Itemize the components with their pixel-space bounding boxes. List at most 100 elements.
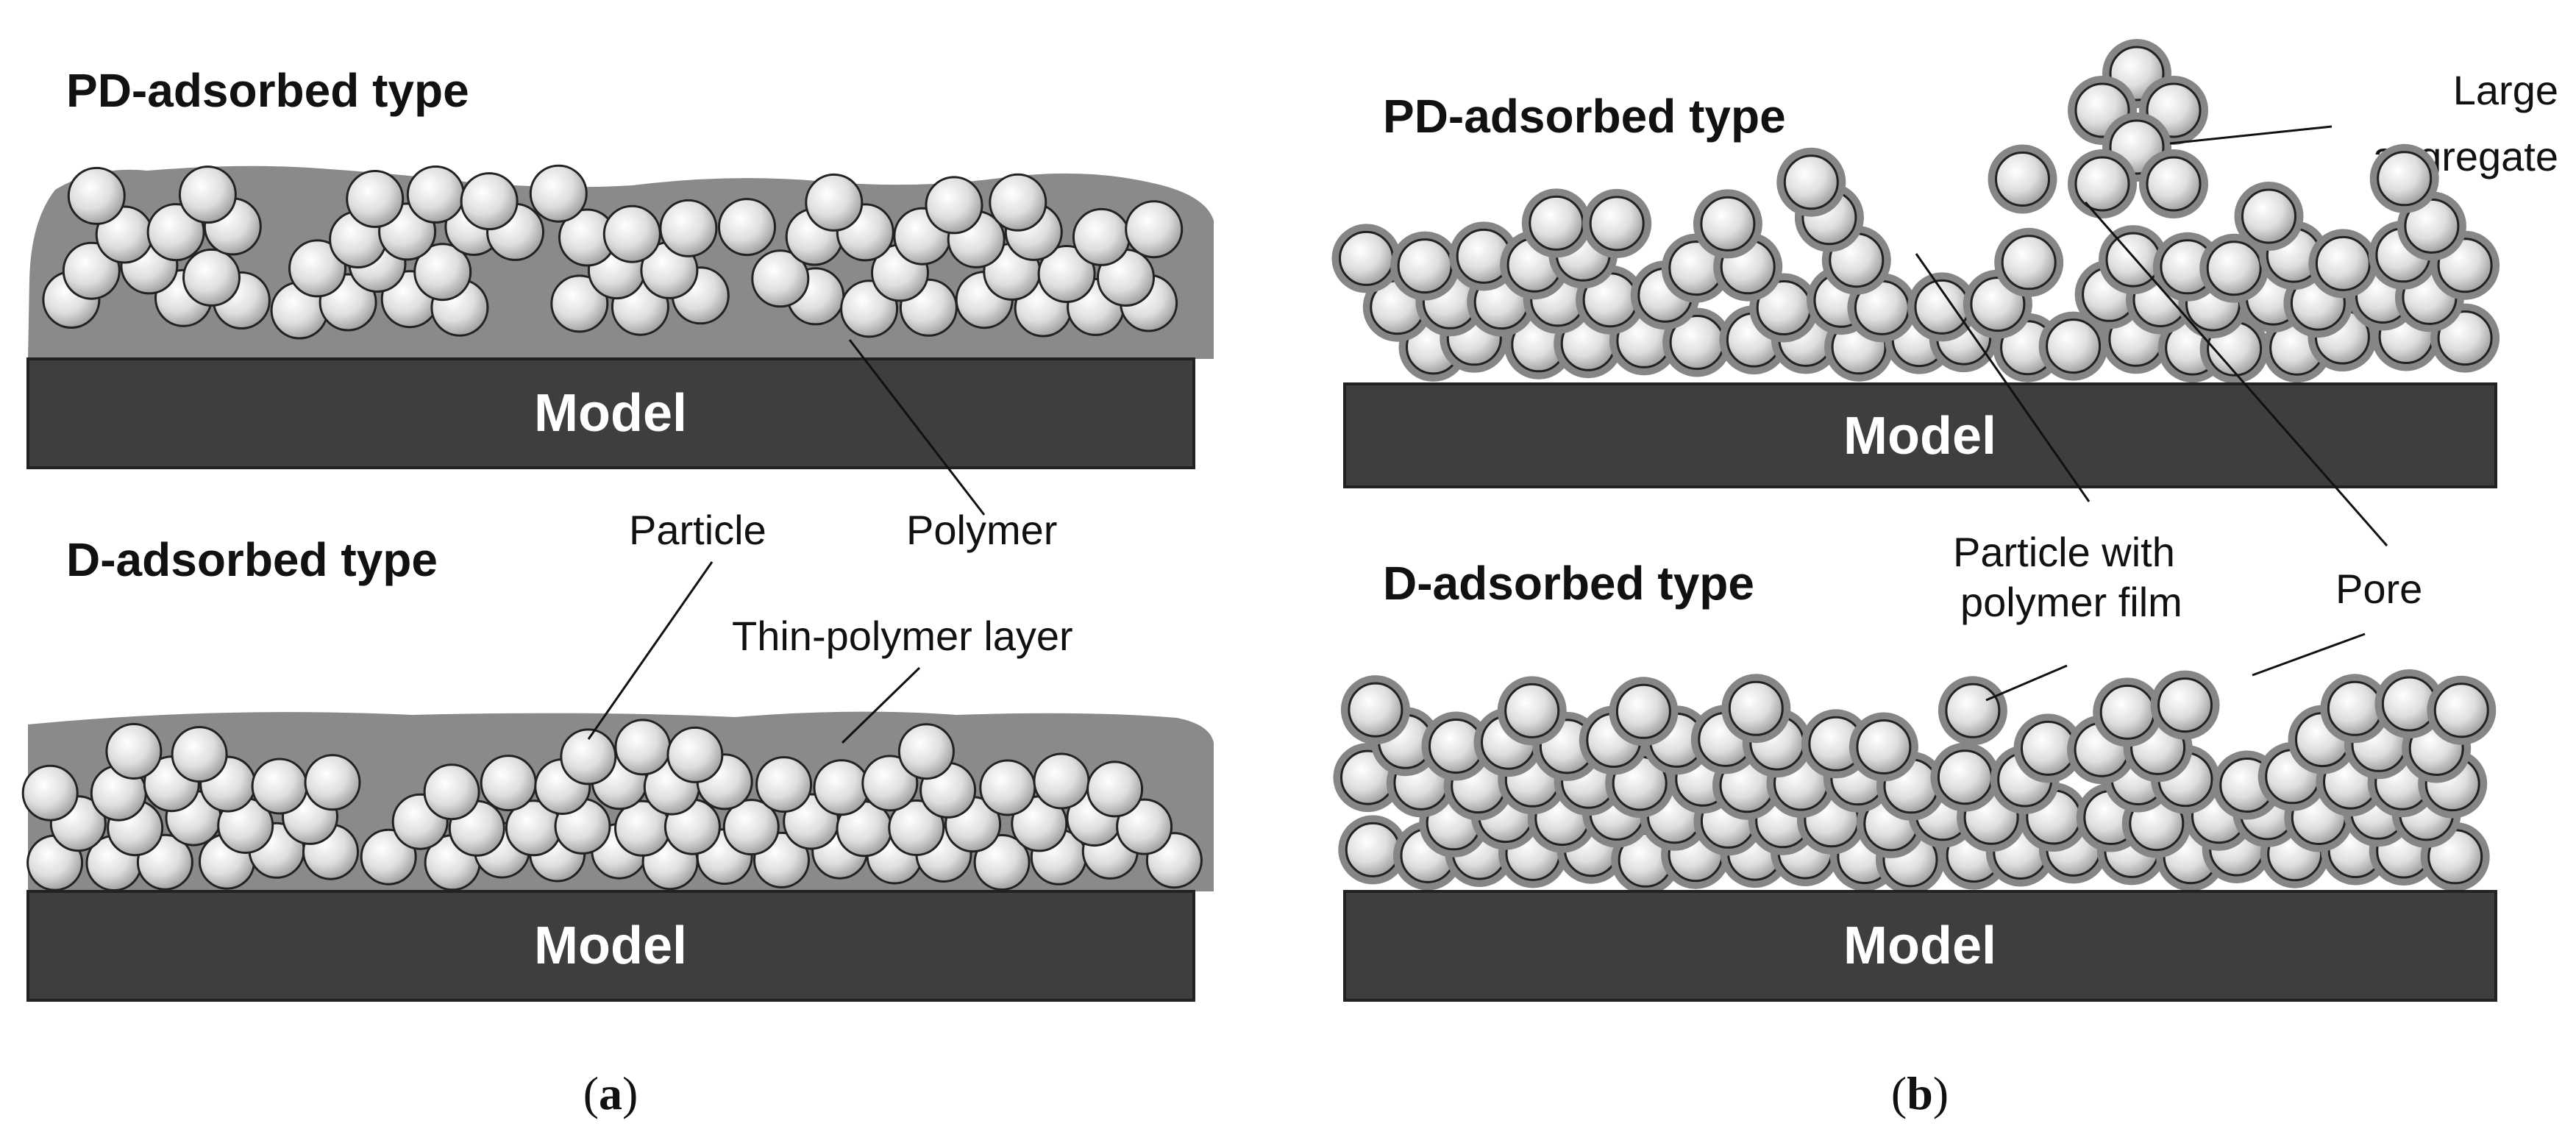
caption-b-close: ) xyxy=(1933,1067,1949,1119)
particle xyxy=(722,799,780,856)
particle xyxy=(1945,683,2001,738)
particle xyxy=(1728,680,1784,736)
particle-leader-line xyxy=(587,561,714,740)
caption-a-letter: a xyxy=(599,1067,622,1119)
panel-a: PD-adsorbed type Model D-adsorbed type P… xyxy=(21,64,1214,1119)
particle xyxy=(1856,719,1912,774)
particle xyxy=(2021,720,2076,776)
particle xyxy=(460,172,519,231)
particle-with-film-label-line-2: polymer film xyxy=(1960,579,2182,625)
particle xyxy=(423,763,480,821)
particle xyxy=(2206,241,2262,296)
particle xyxy=(1529,195,1584,251)
particle xyxy=(2157,677,2213,733)
particle xyxy=(21,764,79,822)
panel-b: PD-adsorbed type Large aggregate Model D… xyxy=(1331,39,2558,1119)
particle xyxy=(925,176,983,235)
particle xyxy=(346,170,405,228)
particle xyxy=(178,165,237,224)
particle-with-film-label-line-1: Particle with xyxy=(1953,529,2175,575)
particle xyxy=(1700,196,1756,252)
particle xyxy=(861,755,919,812)
particle-label: Particle xyxy=(629,507,766,553)
particle xyxy=(2074,156,2130,212)
particle xyxy=(614,719,672,776)
particle xyxy=(755,756,813,813)
particle xyxy=(1504,683,1560,738)
particle xyxy=(813,759,870,816)
particle xyxy=(67,166,126,225)
particle xyxy=(989,173,1047,232)
particle xyxy=(2327,680,2383,736)
model-substrate-b-bottom xyxy=(1343,890,2497,1002)
thin-layer-leader-line xyxy=(841,666,921,744)
particle xyxy=(2241,188,2296,244)
particle xyxy=(1086,760,1144,818)
particle xyxy=(2377,151,2433,207)
particle xyxy=(1072,207,1131,266)
particle xyxy=(1397,238,1453,294)
particle xyxy=(251,758,308,815)
particle xyxy=(897,723,955,780)
thin-polymer-layer-label: Thin-polymer layer xyxy=(732,613,1073,659)
particle xyxy=(888,799,945,856)
particle xyxy=(62,241,121,300)
caption-b-letter: b xyxy=(1907,1067,1933,1119)
particle xyxy=(171,726,228,783)
model-label-b-top: Model xyxy=(1843,407,1996,466)
particle xyxy=(550,274,609,333)
particle xyxy=(979,759,1036,816)
caption-b-open: ( xyxy=(1891,1067,1907,1119)
particle xyxy=(1345,822,1401,877)
particle xyxy=(1615,683,1671,739)
pore-leader-line-bottom xyxy=(2252,633,2366,677)
particle xyxy=(1995,152,2050,207)
particle xyxy=(1339,230,1394,286)
particle xyxy=(406,165,465,224)
particle xyxy=(146,203,205,262)
particle xyxy=(973,834,1031,891)
particle xyxy=(2315,235,2371,291)
particle xyxy=(659,199,718,257)
panel-b-bottom-title: D-adsorbed type xyxy=(1383,557,1754,610)
particles-d-adsorbed-a xyxy=(21,719,1203,891)
particle xyxy=(1914,279,1970,335)
particle xyxy=(2146,156,2202,212)
particle xyxy=(105,723,163,780)
particle xyxy=(666,726,724,783)
particle xyxy=(751,249,810,308)
particle xyxy=(1348,682,1403,738)
particle-with-film-leader-line-bottom xyxy=(1985,664,2068,702)
model-substrate-a-top xyxy=(26,357,1195,469)
particle xyxy=(2437,310,2493,366)
particle xyxy=(2099,684,2155,740)
particle xyxy=(182,248,241,307)
particles-pd-adsorbed-a xyxy=(42,164,1184,340)
particle xyxy=(304,754,361,811)
caption-a-open: ( xyxy=(583,1067,599,1119)
panel-a-bottom-title: D-adsorbed type xyxy=(66,533,438,586)
particles-d-adsorbed-b xyxy=(1333,669,2497,895)
large-aggregate-label-line-1: Large xyxy=(2453,67,2558,113)
model-label-b-bottom: Model xyxy=(1843,916,1996,975)
caption-b: (b) xyxy=(1891,1067,1949,1119)
particle xyxy=(1937,749,1993,805)
panel-a-top-title: PD-adsorbed type xyxy=(66,64,469,117)
pore-leader-line-top xyxy=(2084,202,2388,546)
caption-a: (a) xyxy=(583,1067,638,1119)
polymer-leader-line xyxy=(848,339,986,516)
particle xyxy=(805,173,864,232)
polymer-label: Polymer xyxy=(906,507,1057,553)
particle xyxy=(1783,154,1839,210)
particle xyxy=(529,164,588,223)
particle xyxy=(718,198,776,257)
large-aggregate-leader-line xyxy=(2169,125,2333,145)
particle xyxy=(560,728,617,785)
caption-a-close: ) xyxy=(622,1067,638,1119)
particle xyxy=(2001,235,2057,291)
particle xyxy=(2046,318,2102,374)
particle xyxy=(602,204,661,263)
particle xyxy=(288,239,346,298)
particle xyxy=(1125,200,1184,259)
particle xyxy=(1589,196,1645,252)
